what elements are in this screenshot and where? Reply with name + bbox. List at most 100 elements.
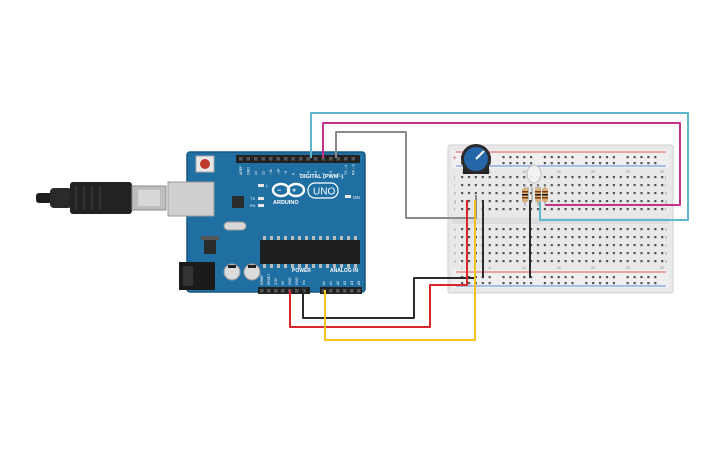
terminal-hole[interactable] <box>605 176 609 179</box>
terminal-hole[interactable] <box>481 176 484 179</box>
rail-hole[interactable] <box>516 276 519 279</box>
terminal-hole[interactable] <box>495 236 498 239</box>
terminal-hole[interactable] <box>467 208 471 211</box>
terminal-hole[interactable] <box>599 184 602 187</box>
terminal-hole[interactable] <box>550 192 553 195</box>
terminal-hole[interactable] <box>461 184 464 187</box>
rail-hole[interactable] <box>557 162 560 165</box>
rail-hole[interactable] <box>585 162 588 165</box>
terminal-hole[interactable] <box>550 260 553 263</box>
terminal-hole[interactable] <box>557 244 560 247</box>
rail-hole[interactable] <box>502 282 505 285</box>
terminal-hole[interactable] <box>640 176 643 179</box>
rail-hole[interactable] <box>633 282 636 285</box>
rail-hole[interactable] <box>509 282 512 285</box>
terminal-hole[interactable] <box>599 236 602 239</box>
terminal-hole[interactable] <box>619 208 622 211</box>
analog-pin[interactable] <box>350 289 354 293</box>
terminal-hole[interactable] <box>495 252 498 255</box>
terminal-hole[interactable] <box>509 260 512 263</box>
terminal-hole[interactable] <box>523 252 526 255</box>
power-pin[interactable] <box>274 289 278 293</box>
terminal-hole[interactable] <box>488 228 491 231</box>
rail-hole[interactable] <box>592 156 595 159</box>
terminal-hole[interactable] <box>571 200 574 203</box>
terminal-hole[interactable] <box>571 184 574 187</box>
terminal-hole[interactable] <box>543 252 546 255</box>
terminal-hole[interactable] <box>578 260 581 263</box>
terminal-hole[interactable] <box>599 252 602 255</box>
rail-hole[interactable] <box>571 156 574 159</box>
terminal-hole[interactable] <box>502 260 505 263</box>
digital-pin[interactable] <box>284 157 288 161</box>
terminal-hole[interactable] <box>550 244 553 247</box>
rail-hole[interactable] <box>530 162 533 165</box>
terminal-hole[interactable] <box>502 192 505 195</box>
terminal-hole[interactable] <box>564 252 567 255</box>
terminal-hole[interactable] <box>467 236 471 239</box>
terminal-hole[interactable] <box>578 228 581 231</box>
terminal-hole[interactable] <box>599 176 602 179</box>
terminal-hole[interactable] <box>633 208 636 211</box>
terminal-hole[interactable] <box>585 236 588 239</box>
rail-hole[interactable] <box>605 162 609 165</box>
terminal-hole[interactable] <box>467 244 471 247</box>
terminal-hole[interactable] <box>509 200 512 203</box>
terminal-hole[interactable] <box>661 236 664 239</box>
rail-hole[interactable] <box>599 156 602 159</box>
terminal-hole[interactable] <box>543 228 546 231</box>
terminal-hole[interactable] <box>633 184 636 187</box>
terminal-hole[interactable] <box>654 244 657 247</box>
rail-hole[interactable] <box>605 282 609 285</box>
terminal-hole[interactable] <box>585 228 588 231</box>
terminal-hole[interactable] <box>626 236 629 239</box>
terminal-hole[interactable] <box>495 260 498 263</box>
terminal-hole[interactable] <box>557 260 560 263</box>
terminal-hole[interactable] <box>467 228 471 231</box>
terminal-hole[interactable] <box>626 244 629 247</box>
terminal-hole[interactable] <box>550 176 553 179</box>
terminal-hole[interactable] <box>585 184 588 187</box>
power-pin[interactable] <box>281 289 285 293</box>
terminal-hole[interactable] <box>647 252 650 255</box>
terminal-hole[interactable] <box>564 176 567 179</box>
analog-pin[interactable] <box>357 289 361 293</box>
terminal-hole[interactable] <box>557 252 560 255</box>
rail-hole[interactable] <box>516 162 519 165</box>
terminal-hole[interactable] <box>488 260 491 263</box>
rail-hole[interactable] <box>640 162 643 165</box>
terminal-hole[interactable] <box>605 208 609 211</box>
terminal-hole[interactable] <box>619 228 622 231</box>
terminal-hole[interactable] <box>509 244 512 247</box>
terminal-hole[interactable] <box>592 244 595 247</box>
terminal-hole[interactable] <box>626 260 629 263</box>
terminal-hole[interactable] <box>599 200 602 203</box>
terminal-hole[interactable] <box>626 252 629 255</box>
terminal-hole[interactable] <box>654 200 657 203</box>
rail-hole[interactable] <box>502 156 505 159</box>
terminal-hole[interactable] <box>461 228 464 231</box>
terminal-hole[interactable] <box>536 260 540 263</box>
terminal-hole[interactable] <box>502 176 505 179</box>
terminal-hole[interactable] <box>592 252 595 255</box>
terminal-hole[interactable] <box>474 184 477 187</box>
terminal-hole[interactable] <box>467 200 471 203</box>
rail-hole[interactable] <box>599 282 602 285</box>
terminal-hole[interactable] <box>626 200 629 203</box>
terminal-hole[interactable] <box>488 236 491 239</box>
terminal-hole[interactable] <box>530 252 533 255</box>
rail-hole[interactable] <box>481 282 484 285</box>
terminal-hole[interactable] <box>578 192 581 195</box>
rail-hole[interactable] <box>543 156 546 159</box>
terminal-hole[interactable] <box>661 192 664 195</box>
terminal-hole[interactable] <box>585 192 588 195</box>
rail-hole[interactable] <box>564 156 567 159</box>
terminal-hole[interactable] <box>530 200 533 203</box>
terminal-hole[interactable] <box>633 244 636 247</box>
terminal-hole[interactable] <box>509 184 512 187</box>
terminal-hole[interactable] <box>661 200 664 203</box>
rail-hole[interactable] <box>488 282 491 285</box>
terminal-hole[interactable] <box>578 252 581 255</box>
